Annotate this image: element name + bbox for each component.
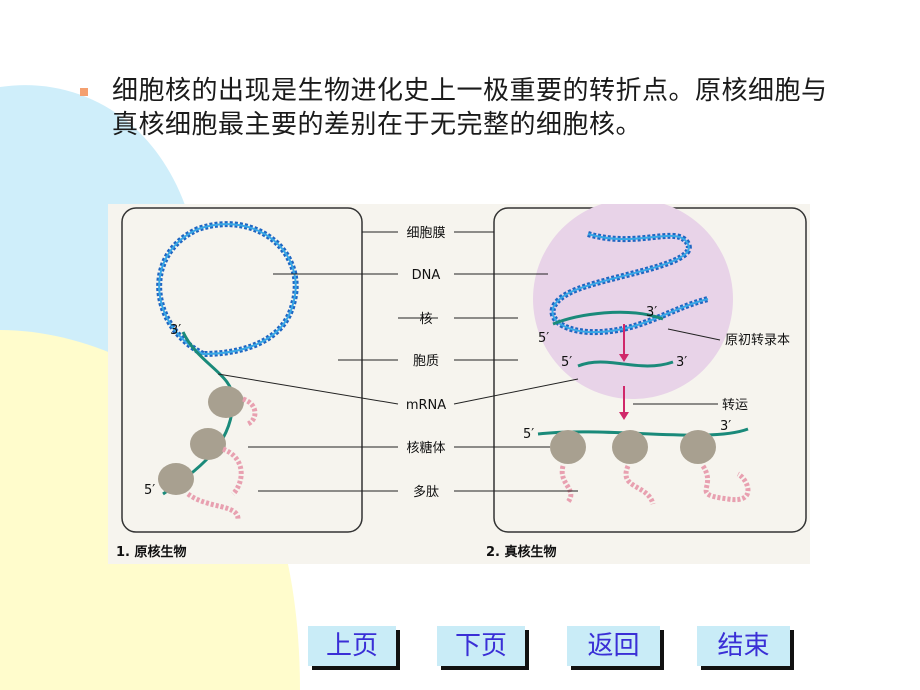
label-cytoplasm: 胞质 <box>413 354 439 369</box>
end-3-nucleus-mrna: 3′ <box>676 355 687 370</box>
prokaryote-peptide <box>221 446 244 496</box>
caption-prokaryote: 1. 原核生物 <box>116 544 187 560</box>
label-mrna: mRNA <box>406 398 446 413</box>
prev-page-button[interactable]: 上页 <box>308 626 396 666</box>
prokaryote-peptide <box>241 396 258 427</box>
label-transport: 转运 <box>722 398 748 413</box>
eukaryote-ribosome <box>550 430 586 464</box>
end-5-nucleus: 5′ <box>538 331 549 346</box>
label-ribosome: 核糖体 <box>406 440 445 456</box>
end-3-nucleus: 3′ <box>646 305 657 320</box>
eukaryote-ribosome <box>612 430 648 464</box>
prokaryote-ribosome <box>208 386 244 418</box>
eukaryote-peptide <box>559 465 574 504</box>
end-3-prokaryote: 3′ <box>170 323 181 338</box>
eukaryote-peptide <box>700 464 751 503</box>
eukaryote-ribosome <box>680 430 716 464</box>
leader-lines <box>217 231 721 492</box>
prokaryote-peptide <box>186 491 241 520</box>
end-3-cytoplasm: 3′ <box>720 419 731 434</box>
back-button[interactable]: 返回 <box>567 626 660 666</box>
label-primary-transcript: 原初转录本 <box>725 333 790 348</box>
primary-transcript <box>552 310 664 326</box>
next-page-button[interactable]: 下页 <box>437 626 525 666</box>
end-5-prokaryote: 5′ <box>144 483 155 498</box>
cell-comparison-figure: 细胞膜 DNA 核 胞质 mRNA 核糖体 多肽 原初转录本 转运 3′ 5′ … <box>108 204 810 564</box>
end-button[interactable]: 结束 <box>697 626 790 666</box>
end-5-nucleus-mrna: 5′ <box>561 355 572 370</box>
label-peptide: 多肽 <box>413 484 439 500</box>
eukaryote-peptide <box>623 465 656 505</box>
prokaryote-cell <box>121 207 363 533</box>
end-5-cytoplasm: 5′ <box>523 427 534 442</box>
mature-mrna <box>577 360 674 368</box>
caption-eukaryote: 2. 真核生物 <box>486 544 557 560</box>
prokaryote-ribosome <box>190 428 226 460</box>
bullet-text: 细胞核的出现是生物进化史上一极重要的转折点。原核细胞与真核细胞最主要的差别在于无… <box>112 76 828 140</box>
label-membrane: 细胞膜 <box>406 226 445 241</box>
bullet-marker <box>80 88 88 96</box>
label-dna: DNA <box>412 268 441 283</box>
label-nucleus: 核 <box>419 312 432 327</box>
prokaryote-ribosome <box>158 463 194 495</box>
